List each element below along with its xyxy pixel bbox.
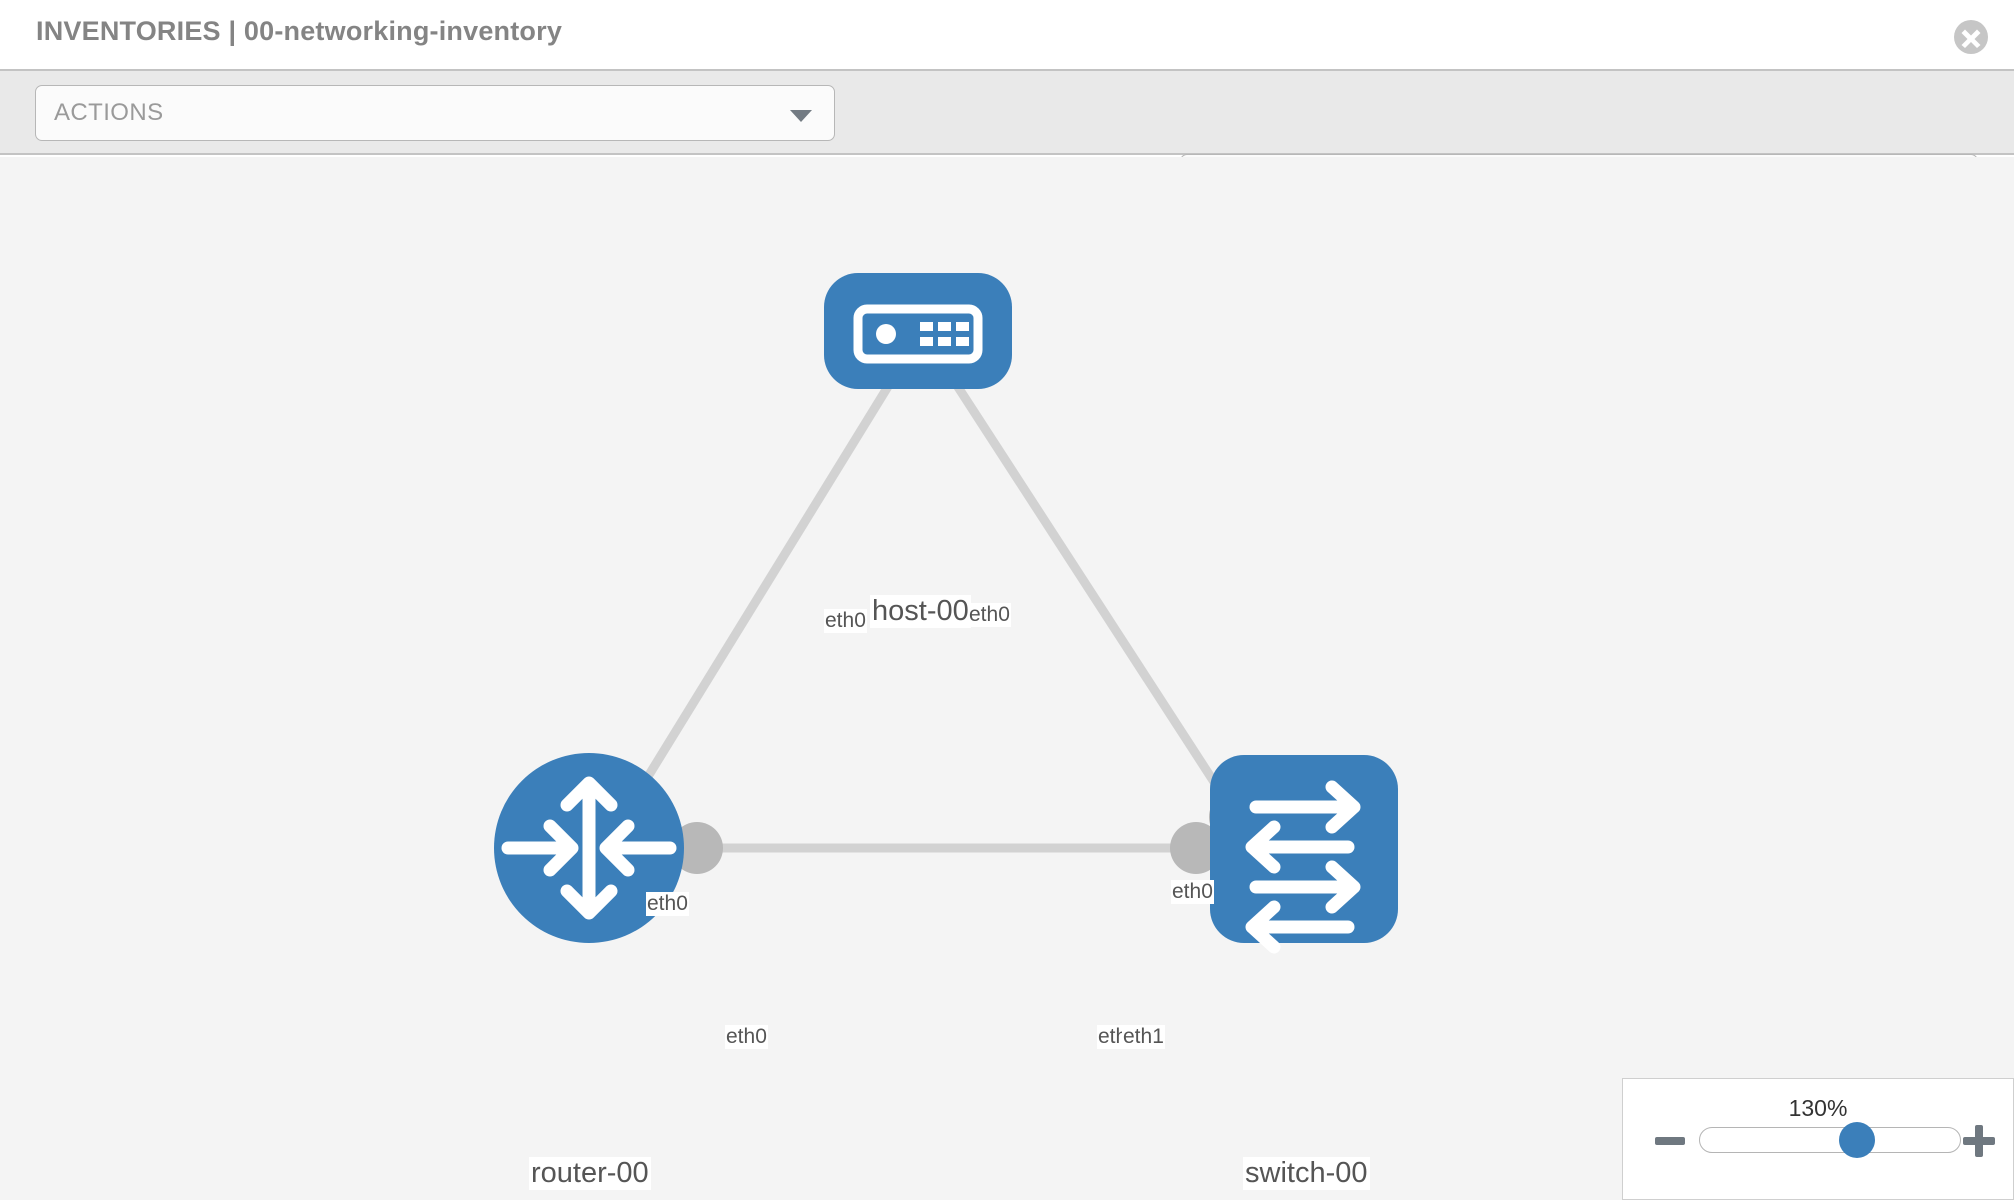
close-icon[interactable] — [1954, 20, 1988, 54]
topology-canvas[interactable]: host-00 router-00 switch-00 eth0 eth0 et… — [0, 157, 2014, 1200]
node-host-00[interactable] — [824, 273, 1012, 389]
link-host-switch — [941, 364, 1244, 825]
endpoint-switch-left — [1170, 822, 1222, 874]
node-label-router: router-00 — [529, 1157, 651, 1190]
actions-dropdown[interactable]: ACTIONS — [35, 85, 835, 141]
iface-label-switch-left-b: eth1 — [1122, 1025, 1165, 1049]
node-switch-00[interactable] — [1210, 755, 1398, 954]
link-line — [616, 364, 904, 825]
chevron-down-icon — [790, 110, 812, 122]
plus-icon[interactable] — [1963, 1125, 1995, 1157]
server-icon — [853, 304, 983, 364]
switch-arrows-icon — [1245, 780, 1361, 954]
zoom-level-value: 130% — [1788, 1095, 1848, 1121]
four-arrows-icon — [501, 776, 677, 920]
toolbar: ACTIONS SEARCH — [0, 69, 2014, 210]
link-line — [941, 364, 1244, 825]
iface-label-router-up: eth0 — [646, 892, 689, 916]
topology-graph — [494, 273, 1398, 954]
zoom-slider[interactable] — [1699, 1122, 1961, 1158]
node-label-switch: switch-00 — [1243, 1157, 1370, 1190]
iface-label-host-right: eth0 — [968, 603, 1011, 627]
page-title: INVENTORIES | 00-networking-inventory — [36, 16, 563, 46]
minus-icon[interactable] — [1655, 1137, 1685, 1145]
iface-label-router-right: eth0 — [725, 1025, 768, 1049]
endpoint-router-right — [671, 822, 723, 874]
node-shape — [824, 273, 1012, 389]
page-header: INVENTORIES | 00-networking-inventory — [0, 0, 2014, 69]
node-router-00[interactable] — [494, 753, 684, 943]
node-label-host: host-00 — [870, 595, 971, 628]
iface-label-host-left: eth0 — [824, 609, 867, 633]
zoom-slider-handle[interactable] — [1838, 1122, 1875, 1158]
iface-label-switch-up: eth0 — [1171, 880, 1214, 904]
actions-dropdown-label: ACTIONS — [54, 99, 164, 126]
link-host-router — [616, 364, 904, 825]
zoom-control-panel: 130% — [1622, 1078, 2014, 1200]
